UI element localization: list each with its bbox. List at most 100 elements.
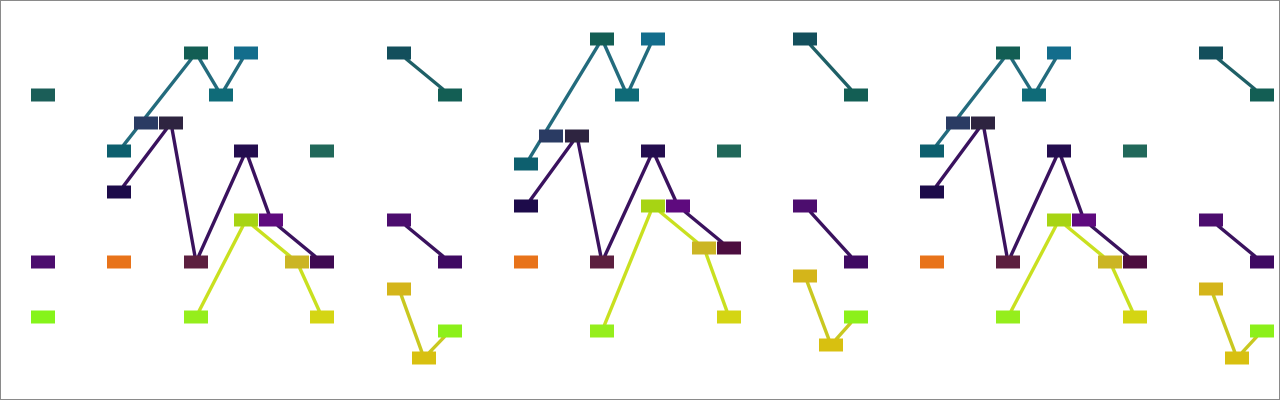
node-a3 [234,46,258,60]
node-f2 [1250,88,1274,102]
edge-a15-a8 [194,149,248,264]
node-c13 [717,241,741,255]
node-a15 [184,255,208,269]
edge-f1-f2 [1209,51,1264,97]
edges-layer [117,37,1264,360]
node-c2 [641,32,665,46]
edge-a7-a2 [117,51,198,153]
node-c4 [539,129,563,143]
node-b5 [387,282,411,296]
edge-c1-c3 [600,37,629,97]
node-c3 [615,88,639,102]
node-c12 [692,241,716,255]
node-c15 [590,255,614,269]
panel-5-nodes [920,46,1147,324]
edge-c7-c11 [651,149,680,208]
node-f6 [1225,351,1249,365]
node-e15 [1123,255,1147,269]
edge-e5-e13 [981,121,1010,264]
edge-a2-a4 [194,51,223,97]
node-e17 [1123,310,1147,324]
edge-e14-e17 [1108,260,1137,319]
edge-f5-f6 [1209,287,1239,360]
edge-c10-c12 [651,204,706,250]
node-a8 [234,144,258,158]
node-d3 [793,199,817,213]
node-e1 [996,46,1020,60]
panel-5-edges [930,51,1137,319]
edge-b5-b6 [397,287,426,360]
node-a20 [310,310,334,324]
edge-a8-a12 [244,149,273,222]
node-e9 [920,185,944,199]
edge-f3-f4 [1209,218,1264,264]
node-e5 [971,116,995,130]
node-e8 [1123,144,1147,158]
nodes-layer [31,32,1274,365]
node-a10 [107,185,131,199]
node-b2 [438,88,462,102]
panel-1-edges [117,51,324,319]
panel-3-nodes [514,32,741,338]
node-a18 [31,310,55,324]
node-a16 [285,255,309,269]
edge-e16-e10 [1006,218,1061,319]
node-b4 [438,255,462,269]
node-e12 [920,255,944,269]
edge-d1-d2 [803,37,858,97]
node-f5 [1199,282,1223,296]
node-d1 [793,32,817,46]
edge-a12-a17 [269,218,324,264]
edge-c16-c10 [600,204,655,333]
node-b6 [412,351,436,365]
node-e2 [1047,46,1071,60]
node-d7 [844,310,868,324]
node-a5 [134,116,158,130]
node-a14 [107,255,131,269]
node-c16 [590,324,614,338]
node-b1 [387,46,411,60]
edge-e7-e11 [1057,149,1086,222]
node-e16 [996,310,1020,324]
node-a17 [310,255,334,269]
node-c10 [641,199,665,213]
edge-e9-e5 [930,121,985,194]
edge-b3-b4 [397,218,452,264]
node-c11 [666,199,690,213]
node-c17 [717,310,741,324]
panel-4-edges [803,37,858,347]
node-a13 [31,255,55,269]
node-e14 [1098,255,1122,269]
node-a6 [159,116,183,130]
edge-c12-c17 [702,246,731,319]
panel-3-edges [524,37,731,333]
node-d5 [793,269,817,283]
node-a7 [107,144,131,158]
panel-6-nodes [1199,46,1274,365]
edge-a11-a16 [244,218,299,264]
node-e3 [1022,88,1046,102]
edge-a10-a6 [117,121,173,194]
edge-a16-a20 [295,260,324,319]
panel-4-nodes [793,32,868,352]
node-c9 [514,199,538,213]
edge-e1-e3 [1006,51,1036,97]
node-e11 [1072,213,1096,227]
edge-e6-e1 [930,51,1010,153]
node-a9 [310,144,334,158]
edge-c9-c5 [524,134,579,208]
edge-a19-a11 [194,218,248,319]
edge-d5-d6 [803,274,833,347]
panel-2-nodes [387,46,462,365]
edge-b1-b2 [397,51,452,97]
node-d2 [844,88,868,102]
node-d6 [819,338,843,352]
edge-c11-c13 [676,204,731,250]
edge-e13-e7 [1006,149,1061,264]
node-a4 [209,88,233,102]
node-a1 [31,88,55,102]
node-b3 [387,213,411,227]
edge-c3-c2 [625,37,655,97]
